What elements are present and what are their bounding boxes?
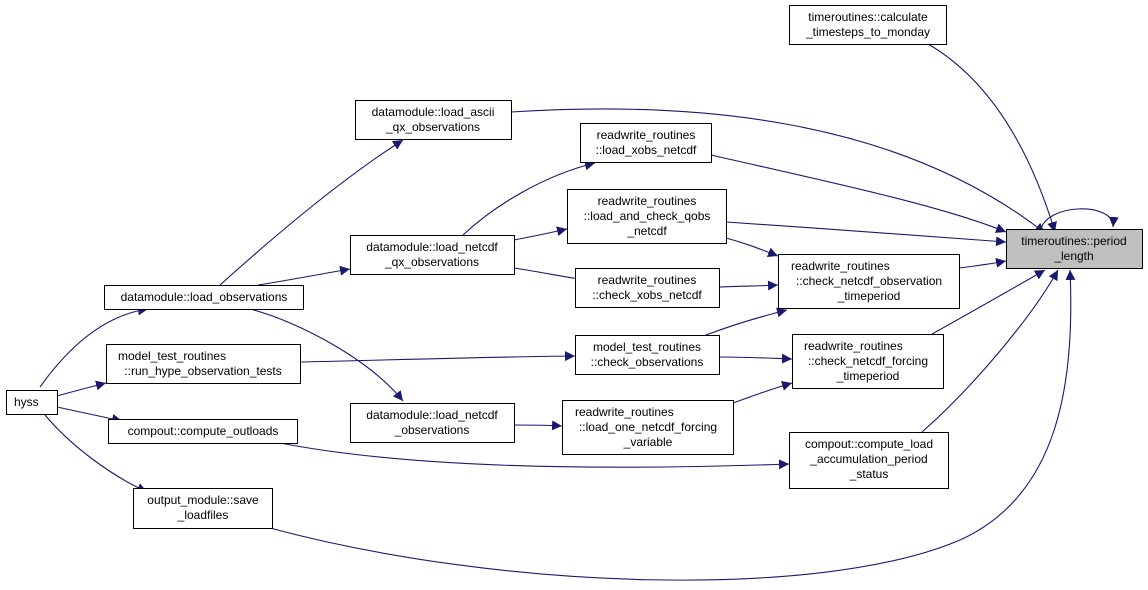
node-load-and-check-qobs-netcdf[interactable]: readwrite_routines ::load_and_check_qobs… bbox=[567, 189, 727, 244]
edge-hyss-to-run-hype-observation-tests bbox=[56, 380, 107, 397]
node-check-xobs-netcdf[interactable]: readwrite_routines ::check_xobs_netcdf bbox=[575, 268, 720, 308]
node-label: readwrite_routines bbox=[791, 259, 890, 273]
node-label: _length bbox=[1053, 249, 1093, 263]
node-check-netcdf-forcing-timeperiod[interactable]: readwrite_routines ::check_netcdf_forcin… bbox=[792, 334, 944, 389]
node-load-netcdf-qx-observations[interactable]: datamodule::load_netcdf _qx_observations bbox=[350, 235, 515, 275]
edge-save-loadfiles-to-period-length bbox=[269, 269, 1076, 581]
node-label: timeroutines::period bbox=[1021, 234, 1126, 248]
node-compute-load-accumulation-period-status[interactable]: compout::compute_load _accumulation_peri… bbox=[789, 432, 949, 489]
node-model-test-check-observations[interactable]: model_test_routines ::check_observations bbox=[575, 335, 720, 375]
edge-load-and-check-qobs-to-check-netcdf-obs-period bbox=[725, 237, 779, 258]
edge-load-netcdf-qx-to-load-and-check-qobs bbox=[513, 226, 568, 241]
node-label: ::check_observations bbox=[591, 355, 704, 369]
node-label: ::load_and_check_qobs bbox=[584, 209, 711, 223]
node-load-netcdf-observations[interactable]: datamodule::load_netcdf _observations bbox=[350, 403, 515, 443]
node-label: _timesteps_to_monday bbox=[805, 25, 930, 39]
edge-run-hype-tests-to-check-observations bbox=[299, 351, 576, 363]
node-label: _qx_observations bbox=[385, 120, 480, 134]
node-label: compout::compute_load bbox=[805, 437, 933, 451]
node-label: hyss bbox=[14, 395, 39, 409]
node-label: readwrite_routines bbox=[597, 128, 696, 142]
node-label: readwrite_routines bbox=[575, 405, 674, 419]
node-label: timeroutines::calculate bbox=[808, 10, 928, 24]
node-label: ::load_xobs_netcdf bbox=[596, 143, 697, 157]
node-label: readwrite_routines bbox=[598, 273, 697, 287]
node-hyss[interactable]: hyss bbox=[6, 390, 58, 415]
node-label: _status bbox=[849, 467, 889, 481]
edge-load-and-check-qobs-to-period-length bbox=[725, 221, 1007, 247]
node-label: _accumulation_period bbox=[809, 452, 927, 466]
node-run-hype-observation-tests[interactable]: model_test_routines ::run_hype_observati… bbox=[106, 344, 301, 384]
edge-check-xobs-netcdf-to-check-netcdf-obs-period bbox=[718, 280, 779, 291]
node-label: model_test_routines bbox=[593, 340, 701, 354]
node-label: _variable bbox=[623, 435, 673, 449]
edge-check-netcdf-forcing-period-to-period-length bbox=[931, 269, 1046, 335]
edge-hyss-to-save-loadfiles bbox=[44, 414, 148, 493]
node-label: datamodule::load_netcdf bbox=[366, 408, 498, 422]
node-label: ::load_one_netcdf_forcing bbox=[579, 420, 717, 434]
node-check-netcdf-observation-timeperiod[interactable]: readwrite_routines ::check_netcdf_observ… bbox=[778, 254, 960, 309]
edge-load-observations-to-load-netcdf-qx bbox=[257, 265, 351, 286]
node-label: readwrite_routines bbox=[804, 339, 903, 353]
node-label: datamodule::load_observations bbox=[121, 290, 288, 304]
edge-hyss-to-load-observations bbox=[39, 305, 149, 388]
edge-check-observations-to-check-netcdf-obs-period bbox=[705, 307, 788, 336]
node-label: _timeperiod bbox=[836, 369, 900, 383]
node-save-loadfiles[interactable]: output_module::save _loadfiles bbox=[133, 488, 273, 529]
node-label: datamodule::load_netcdf bbox=[366, 240, 498, 254]
edge-calc-timesteps-to-period-length bbox=[927, 43, 1057, 233]
node-label: ::check_netcdf_forcing bbox=[808, 354, 928, 368]
node-label: ::check_netcdf_observation bbox=[796, 274, 942, 288]
node-label: ::run_hype_observation_tests bbox=[124, 364, 281, 378]
node-load-one-netcdf-forcing-variable[interactable]: readwrite_routines ::load_one_netcdf_for… bbox=[562, 400, 734, 455]
node-label: _netcdf bbox=[626, 224, 667, 238]
edge-hyss-to-compute-outloads bbox=[56, 406, 123, 424]
node-label: _observations bbox=[394, 423, 470, 437]
edge-load-netcdf-obs-to-load-one-netcdf-forcing bbox=[513, 420, 563, 431]
edge-load-observations-to-load-netcdf-obs bbox=[249, 308, 404, 402]
node-load-ascii-qx-observations[interactable]: datamodule::load_ascii _qx_observations bbox=[355, 100, 512, 140]
edge-period-length-self-loop bbox=[1039, 208, 1119, 233]
edge-load-xobs-netcdf-to-period-length bbox=[710, 154, 1007, 233]
node-period-length[interactable]: timeroutines::period _length bbox=[1006, 229, 1143, 269]
node-label: _timeperiod bbox=[837, 289, 901, 303]
node-label: _loadfiles bbox=[177, 508, 229, 522]
node-label: ::check_xobs_netcdf bbox=[592, 288, 702, 302]
node-label: model_test_routines bbox=[118, 349, 226, 363]
edge-load-one-netcdf-forcing-to-check-netcdf-forcing-period bbox=[732, 381, 793, 404]
node-label: datamodule::load_ascii bbox=[372, 105, 495, 119]
edge-load-ascii-qx-to-period-length bbox=[510, 108, 1046, 234]
node-compute-outloads[interactable]: compout::compute_outloads bbox=[108, 419, 298, 444]
edge-load-netcdf-qx-to-load-xobs-netcdf bbox=[462, 160, 596, 236]
edge-check-netcdf-obs-period-to-period-length bbox=[958, 257, 1007, 269]
node-label: _qx_observations bbox=[384, 255, 479, 269]
edge-compute-load-accum-to-period-length bbox=[921, 269, 1059, 433]
edge-check-observations-to-check-netcdf-forcing-period bbox=[718, 353, 793, 364]
edge-compute-outloads-to-compute-load-accum bbox=[279, 442, 790, 470]
node-load-xobs-netcdf[interactable]: readwrite_routines ::load_xobs_netcdf bbox=[580, 123, 712, 163]
edge-load-observations-to-load-ascii-qx bbox=[219, 139, 404, 286]
node-label: readwrite_routines bbox=[598, 194, 697, 208]
node-load-observations[interactable]: datamodule::load_observations bbox=[104, 285, 304, 310]
node-calculate-timesteps-to-monday[interactable]: timeroutines::calculate _timesteps_to_mo… bbox=[789, 5, 947, 45]
node-label: output_module::save bbox=[147, 493, 259, 507]
node-label: compout::compute_outloads bbox=[128, 424, 279, 438]
